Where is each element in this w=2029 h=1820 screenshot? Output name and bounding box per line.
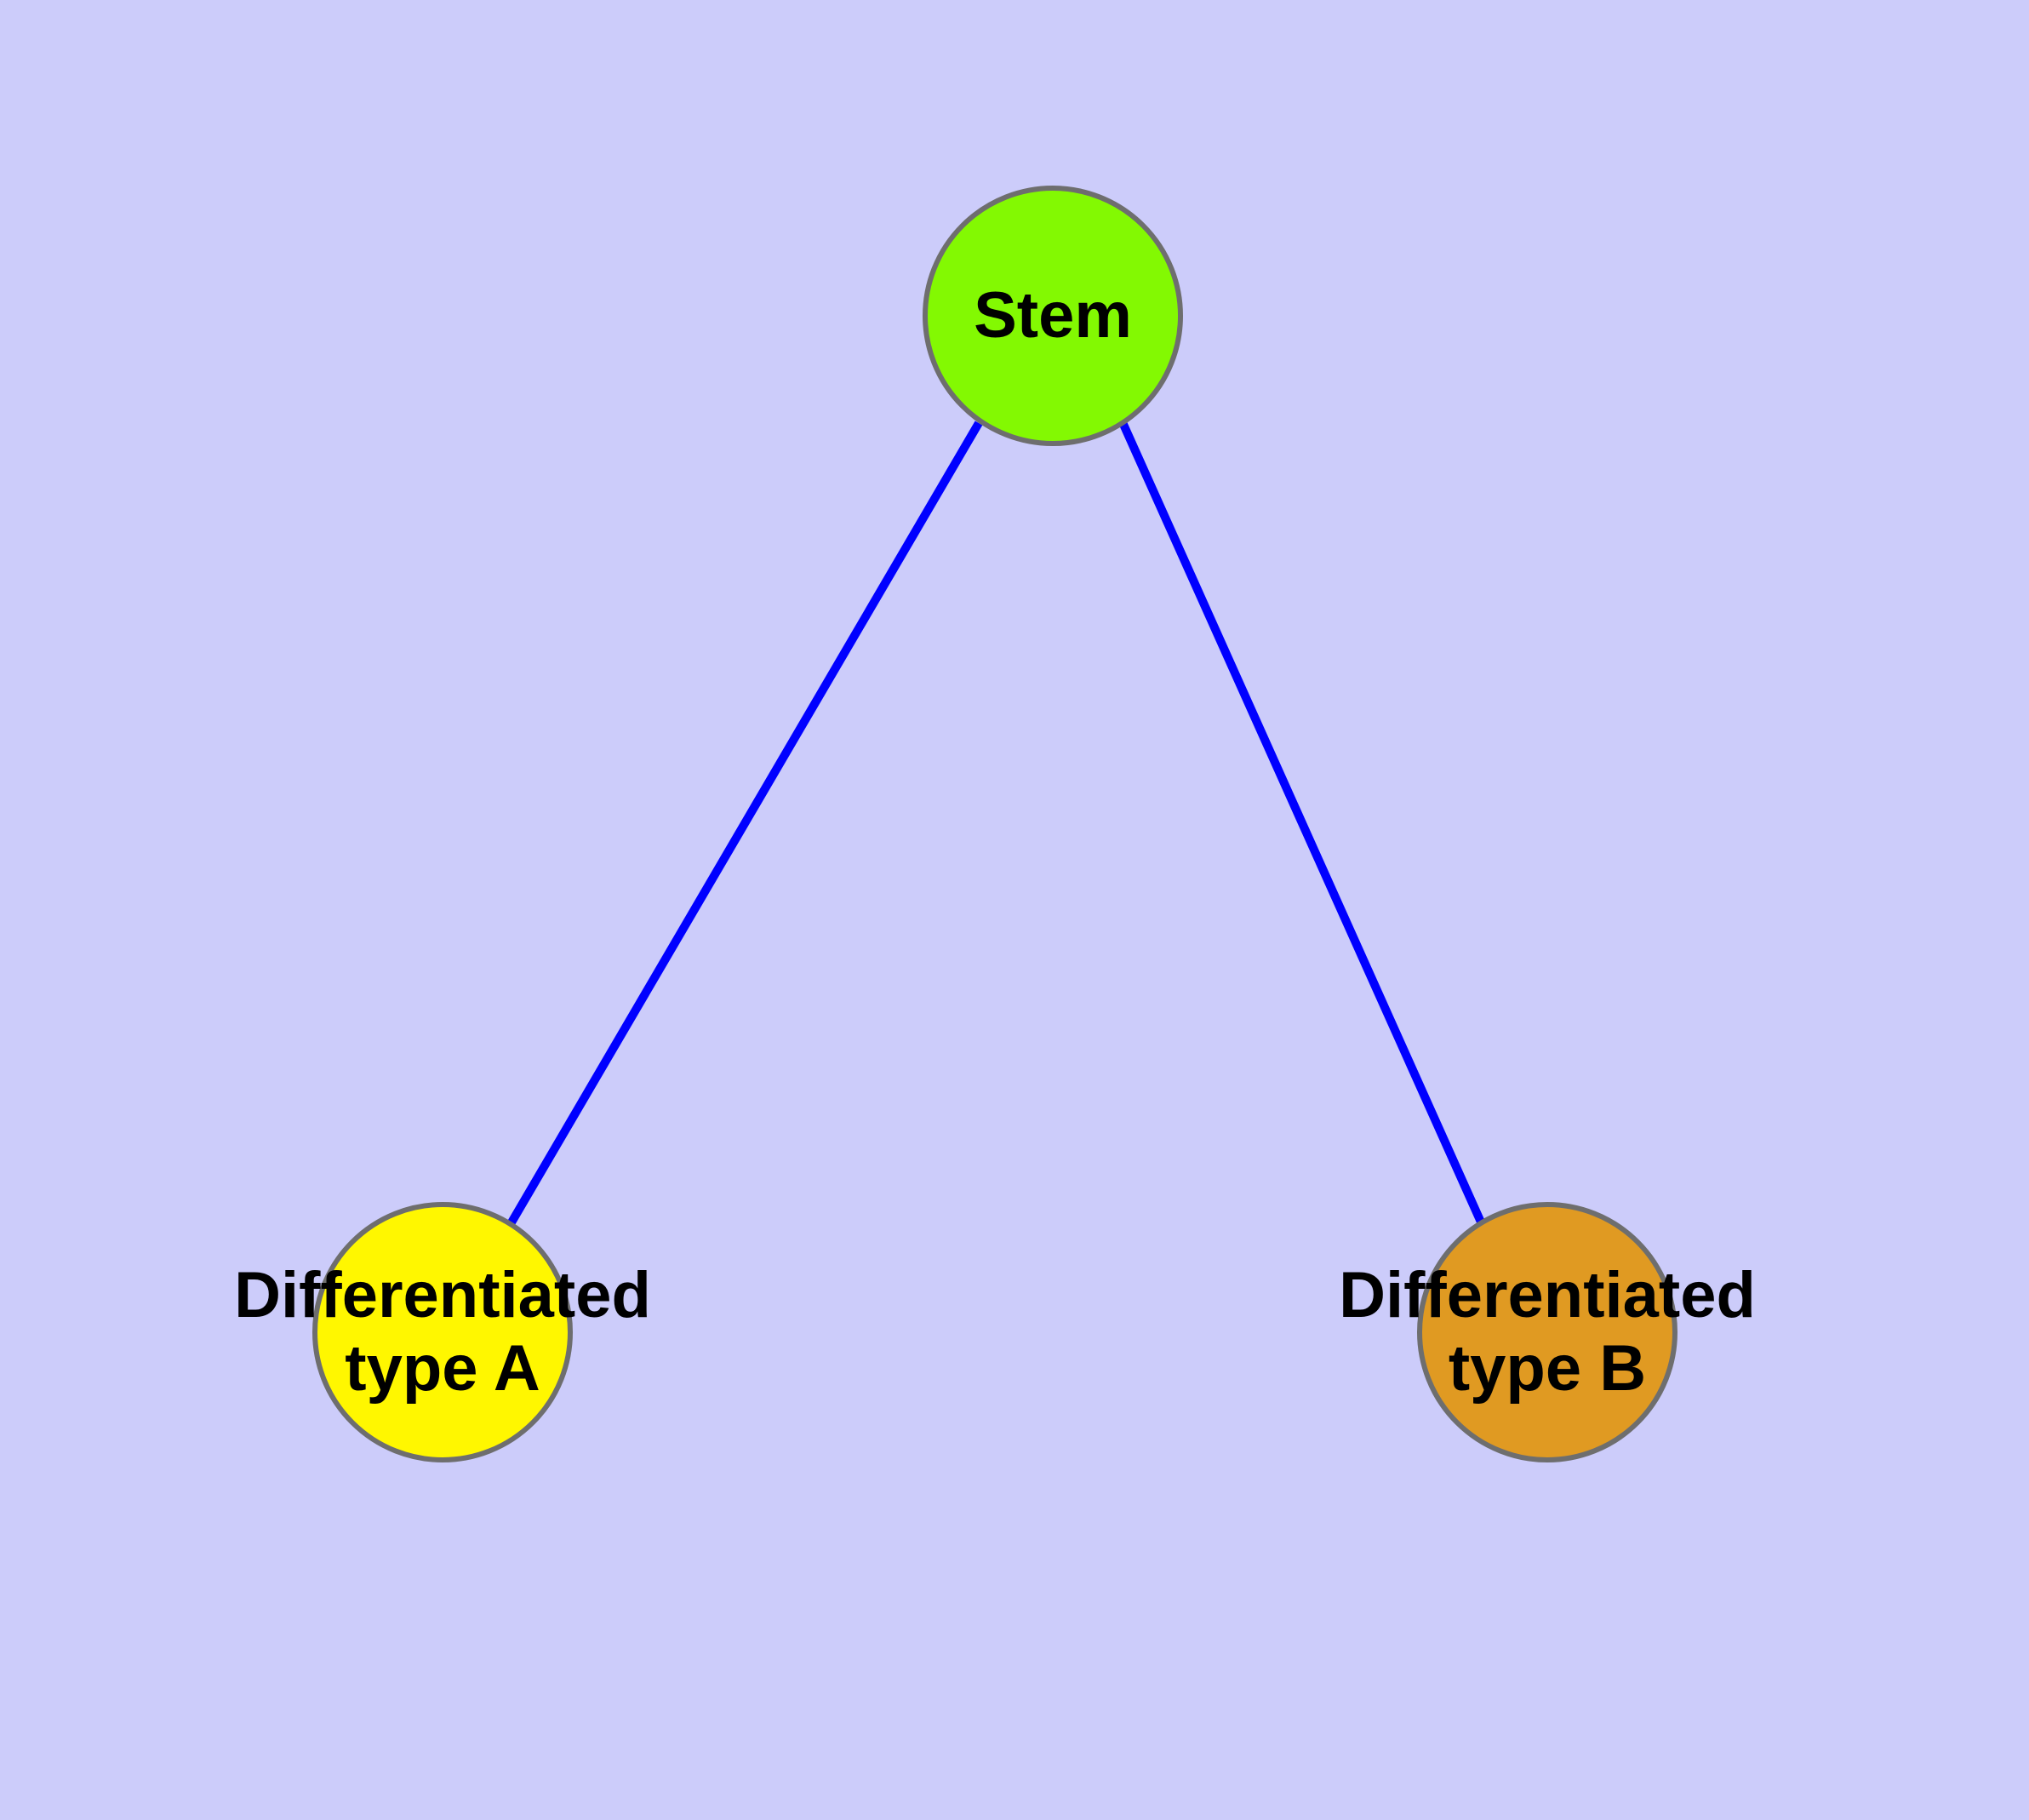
- edge-stem-to-diff-a: [507, 421, 983, 1225]
- node-differentiated-type-a[interactable]: Differentiated type A: [234, 1202, 651, 1462]
- graph-plot-area: Stem Differentiated type A Differentiate…: [234, 186, 1756, 1462]
- edge-layer: [507, 418, 1487, 1228]
- edge-stem-to-diff-b: [1117, 418, 1487, 1228]
- node-stem-label: Stem: [974, 279, 1132, 352]
- node-stem[interactable]: Stem: [923, 186, 1183, 446]
- node-stem-label-line-0: Stem: [974, 279, 1132, 352]
- node-differentiated-type-b[interactable]: Differentiated type B: [1339, 1202, 1756, 1462]
